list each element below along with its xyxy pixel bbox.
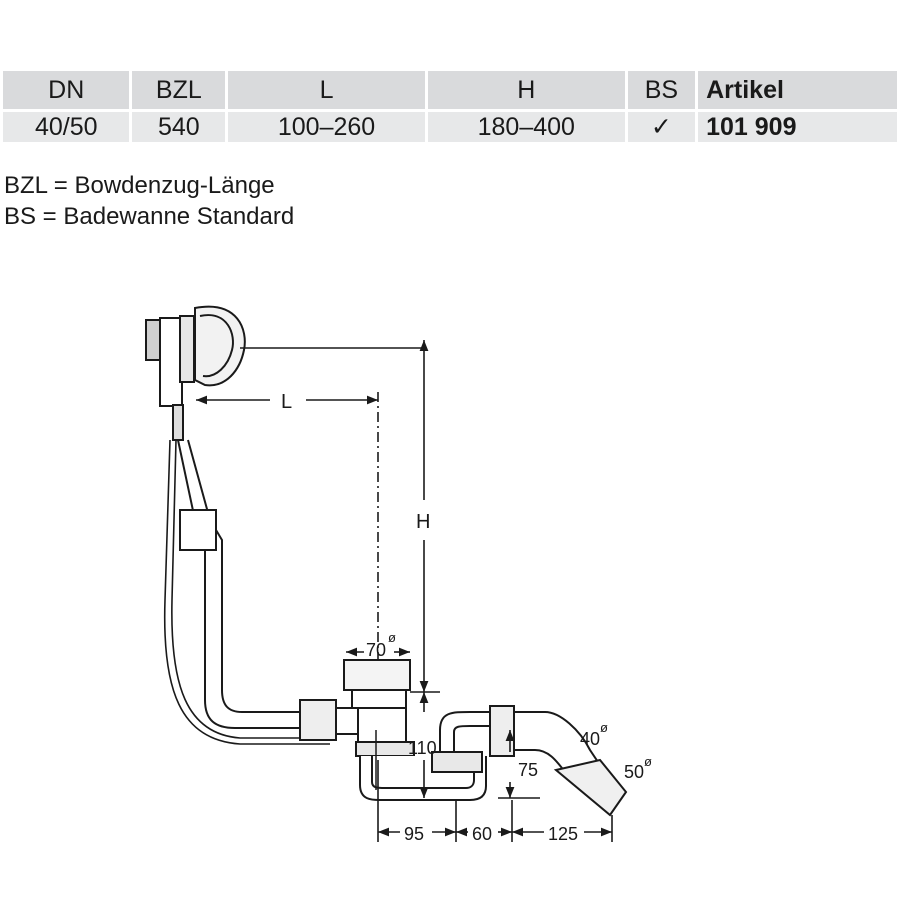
table-row: 40/50 540 100–260 180–400 ✓ 101 909 (3, 112, 897, 142)
table-header-row: DN BZL L H BS Artikel (3, 71, 897, 109)
header-bs: BS (627, 71, 696, 109)
dim-95-label: 95 (404, 824, 424, 844)
header-h: H (427, 71, 625, 109)
header-l: L (228, 71, 425, 109)
dim-75-label: 75 (518, 760, 538, 780)
dim-h-label: H (416, 511, 430, 533)
cell-h: 180–400 (427, 112, 625, 142)
header-bzl: BZL (132, 71, 226, 109)
dim-40-label: 40 (580, 729, 600, 749)
header-dn: DN (3, 71, 130, 109)
dim-70-diameter: ø (388, 630, 396, 645)
dim-50-diameter: ø (644, 754, 652, 769)
cell-dn: 40/50 (3, 112, 130, 142)
dim-l-label: L (281, 391, 292, 413)
legend: BZL = Bowdenzug-Länge BS = Badewanne Sta… (4, 170, 294, 232)
dim-50-label: 50 (624, 762, 644, 782)
dim-110-label: 110 (408, 738, 437, 758)
legend-bzl: BZL = Bowdenzug-Länge (4, 172, 275, 199)
spec-table: DN BZL L H BS Artikel 40/50 540 100–260 … (0, 68, 900, 145)
bowden-pipe (163, 404, 330, 745)
dimension-labels: L H 70 ø 110 75 40 ø 50 ø 95 60 125 (281, 391, 652, 844)
cell-artikel: 101 909 (698, 112, 897, 142)
header-artikel: Artikel (698, 71, 897, 109)
cell-bzl: 540 (132, 112, 226, 142)
dim-60-label: 60 (472, 824, 492, 844)
legend-bs: BS = Badewanne Standard (4, 203, 295, 230)
overflow-head (145, 305, 246, 407)
cell-bs-check: ✓ (627, 112, 696, 142)
trap-assembly (299, 659, 628, 817)
dim-125-label: 125 (548, 824, 578, 844)
cell-l: 100–260 (228, 112, 425, 142)
dimension-lines (196, 340, 613, 842)
dim-40-diameter: ø (600, 720, 608, 735)
dim-70-label: 70 (366, 640, 386, 660)
